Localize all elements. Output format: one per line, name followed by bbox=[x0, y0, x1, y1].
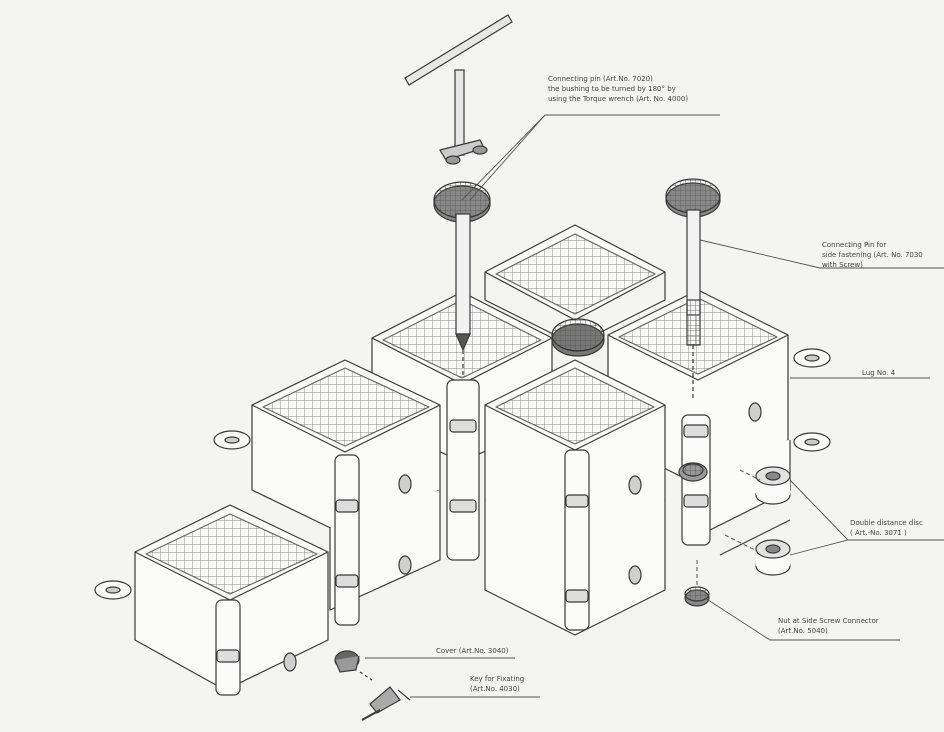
callout-pin-fastening: Connecting Pin for side fastening (Art. … bbox=[822, 240, 923, 270]
callout-text: Double distance disc bbox=[850, 519, 923, 527]
callout-connecting-pin: Connecting pin (Art.No. 7020) the bushin… bbox=[548, 74, 688, 104]
callout-text: ( Art.-No. 3071 ) bbox=[850, 529, 907, 537]
callout-text: side fastening (Art. No. 7030 bbox=[822, 251, 923, 259]
callout-key: Key for Fixating (Art.No. 4030) bbox=[470, 674, 524, 694]
callout-double-distance-disc: Double distance disc ( Art.-No. 3071 ) bbox=[850, 518, 923, 538]
double-distance-discs bbox=[678, 462, 791, 576]
connecting-pin-right bbox=[665, 178, 721, 400]
connecting-pin-left bbox=[404, 14, 513, 378]
lugs bbox=[94, 348, 831, 600]
callout-lug: Lug No. 4 bbox=[862, 368, 895, 378]
callout-text: using the Torque wrench (Art. No. 4000) bbox=[548, 95, 689, 103]
callout-text: Nut at Side Screw Connector bbox=[778, 617, 879, 625]
callout-text: Key for Fixating bbox=[470, 675, 525, 683]
assembly-axes bbox=[696, 469, 761, 585]
callout-text: Connecting Pin for bbox=[822, 241, 887, 249]
callout-text: with Screw) bbox=[822, 261, 863, 269]
callout-text: Cover (Art.No. 3040) bbox=[436, 647, 509, 655]
leader-lines bbox=[365, 114, 944, 698]
callout-cover: Cover (Art.No. 3040) bbox=[436, 646, 508, 656]
callout-text: (Art.No. 4030) bbox=[470, 685, 520, 693]
callout-text: (Art.No. 5040) bbox=[778, 627, 828, 635]
center-cover-disc bbox=[551, 318, 605, 357]
side-screw-nut bbox=[684, 586, 710, 607]
callout-text: Lug No. 4 bbox=[862, 369, 896, 377]
side-holes bbox=[283, 402, 762, 672]
callout-nut: Nut at Side Screw Connector (Art.No. 504… bbox=[778, 616, 879, 636]
callout-text: the bushing to be turned by 180° by bbox=[548, 85, 676, 93]
cover-and-key bbox=[334, 650, 411, 721]
callout-text: Connecting pin (Art.No. 7020) bbox=[548, 75, 653, 83]
